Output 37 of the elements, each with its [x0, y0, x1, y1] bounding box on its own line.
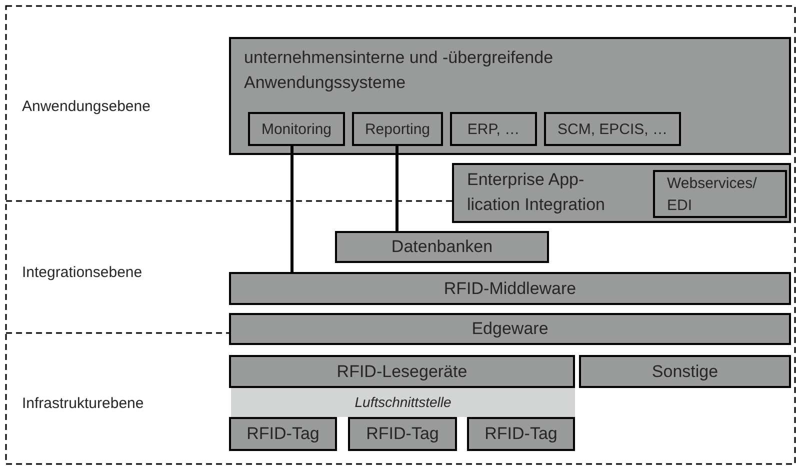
middleware-bar	[229, 272, 791, 305]
layer-label: Infrastrukturebene	[22, 394, 144, 414]
box-label: Luftschnittstelle	[354, 393, 452, 412]
box-label: RFID-Tag	[366, 423, 439, 446]
box-label: Edgeware	[472, 318, 548, 340]
other-devices-bar	[579, 355, 791, 388]
module-box	[544, 112, 681, 146]
box-label: Monitoring	[261, 120, 332, 140]
application-systems-box	[229, 37, 791, 155]
connector-line	[396, 146, 398, 231]
module-box	[450, 112, 537, 146]
database-box	[335, 231, 549, 263]
air-interface-band	[231, 388, 575, 417]
module-box	[352, 112, 443, 146]
box-label: RFID-Middleware	[444, 278, 576, 300]
box-label: Datenbanken	[391, 236, 493, 258]
layer-label: Anwendungsebene	[22, 97, 150, 117]
box-label: Sonstige	[652, 360, 718, 383]
box-label: ERP, …	[467, 120, 520, 140]
connector-line	[290, 146, 294, 272]
box-label: SCM, EPCIS, …	[557, 120, 668, 140]
integration-box	[452, 163, 791, 223]
module-box	[248, 112, 345, 146]
box-label: Reporting	[364, 120, 430, 140]
box-label: Enterprise App- lication Integration	[467, 169, 606, 216]
box-label: RFID-Tag	[484, 423, 558, 446]
tag-box	[467, 417, 575, 451]
tag-box	[229, 417, 337, 451]
box-label: RFID-Lesegeräte	[336, 360, 468, 383]
reader-bar	[229, 355, 575, 388]
tag-box	[348, 417, 457, 451]
edgeware-bar	[229, 313, 791, 345]
box-label: RFID-Tag	[246, 423, 320, 446]
box-label: Webservices/ EDI	[667, 174, 758, 216]
layer-label: Integrationsebene	[22, 263, 142, 283]
interface-box	[653, 170, 787, 218]
box-label: unternehmensinterne und -übergreifende Anwendungssysteme	[244, 47, 554, 94]
